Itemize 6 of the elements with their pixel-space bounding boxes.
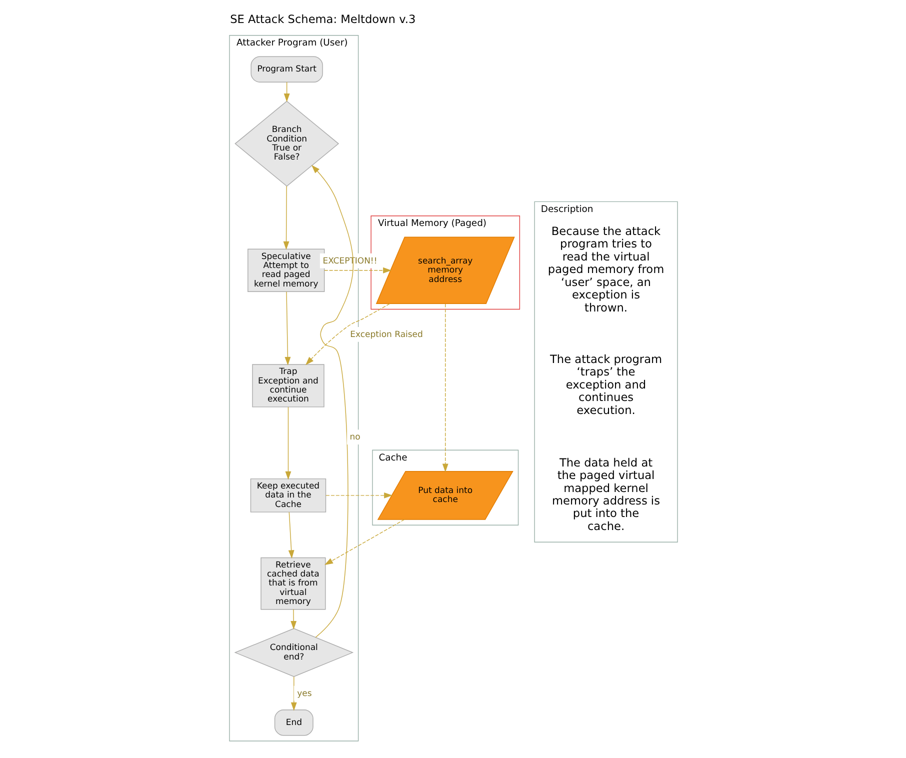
node-text: The attack program ‘traps’ the exception and continues execution. xyxy=(550,352,662,417)
edge-label: yes xyxy=(296,688,312,699)
diagram-title: SE Attack Schema: Meltdown v.3 xyxy=(230,12,416,26)
edge-label: no xyxy=(349,432,360,443)
node-text: The data held at the paged virtual mapped kernel memory address is put into the cache. xyxy=(552,455,660,533)
node-text: Because the attack program tries to read the virtual paged memory from ‘user’ space, an exception is thrown. xyxy=(547,224,664,314)
